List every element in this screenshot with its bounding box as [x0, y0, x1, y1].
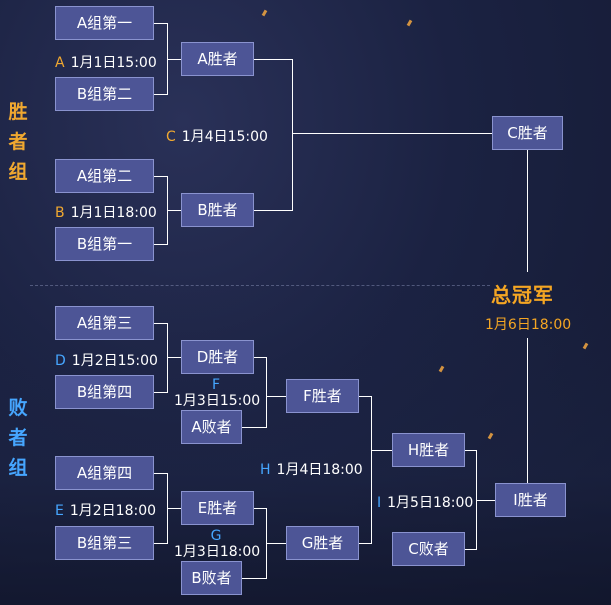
- winner-d-box: D胜者: [181, 340, 254, 374]
- bracket-line: [358, 543, 371, 544]
- team-a-second: A组第二: [55, 159, 154, 193]
- team-b-fourth: B组第四: [55, 375, 154, 409]
- bracket-line: [153, 23, 167, 24]
- bracket-line: [266, 396, 286, 397]
- losers-group-label: 败 者 组: [8, 393, 28, 483]
- match-letter: I: [377, 495, 382, 511]
- spark-decoration: [406, 19, 413, 27]
- match-time: 1月3日15:00: [174, 393, 261, 409]
- winner-a-box: A胜者: [181, 42, 254, 76]
- bracket-line: [266, 357, 267, 428]
- match-letter: A: [55, 55, 65, 71]
- loser-b-box: B败者: [181, 561, 242, 595]
- team-b-third: B组第三: [55, 526, 154, 560]
- bracket-line: [292, 133, 492, 134]
- bracket-line: [167, 508, 181, 509]
- match-letter: C: [166, 129, 176, 145]
- match-time: 1月3日18:00: [174, 544, 261, 560]
- spark-decoration: [261, 9, 268, 17]
- bracket-line: [464, 549, 476, 550]
- winners-group-label: 胜 者 组: [8, 97, 28, 187]
- match-a-label: A 1月1日15:00: [55, 52, 157, 72]
- winner-i-box: I胜者: [495, 483, 566, 517]
- match-b-label: B 1月1日18:00: [55, 202, 157, 222]
- bracket-line: [358, 396, 371, 397]
- bracket-line: [153, 94, 167, 95]
- champion-time: 1月6日18:00: [485, 317, 572, 333]
- match-letter: H: [260, 462, 271, 478]
- match-time: 1月5日18:00: [387, 495, 474, 511]
- team-a-first: A组第一: [55, 6, 154, 40]
- team-a-third: A组第三: [55, 306, 154, 340]
- match-time: 1月1日15:00: [70, 55, 157, 71]
- losers-group-char: 败: [8, 397, 28, 419]
- match-letter: B: [55, 205, 65, 221]
- winner-e-box: E胜者: [181, 491, 254, 525]
- bracket-line: [153, 473, 167, 474]
- match-letter: D: [55, 353, 66, 369]
- champion-title: 总冠军: [491, 283, 554, 307]
- bracket-line: [153, 244, 167, 245]
- match-letter: F: [211, 377, 221, 393]
- losers-group-char: 组: [8, 457, 28, 479]
- match-time: 1月2日15:00: [71, 353, 158, 369]
- match-letter: E: [55, 503, 64, 519]
- match-d-label: D 1月2日15:00: [55, 350, 158, 370]
- bracket-line: [167, 357, 181, 358]
- match-time: 1月4日18:00: [276, 462, 363, 478]
- bracket-line: [153, 392, 167, 393]
- team-b-first: B组第一: [55, 227, 154, 261]
- match-time: 1月4日15:00: [181, 129, 268, 145]
- match-g-label: G 1月3日18:00: [174, 528, 261, 560]
- bracket-line: [253, 59, 292, 60]
- winner-h-box: H胜者: [392, 433, 465, 467]
- winner-f-box: F胜者: [286, 379, 359, 413]
- losers-group-char: 者: [8, 427, 28, 449]
- bracket-line: [266, 543, 286, 544]
- winners-group-char: 胜: [8, 101, 28, 123]
- bracket-line: [371, 450, 392, 451]
- winners-group-char: 组: [8, 161, 28, 183]
- bracket-line: [253, 357, 266, 358]
- match-h-label: H 1月4日18:00: [260, 459, 363, 479]
- winners-group-char: 者: [8, 131, 28, 153]
- match-time: 1月1日18:00: [70, 205, 157, 221]
- loser-a-box: A败者: [181, 410, 242, 444]
- loser-c-box: C败者: [392, 532, 465, 566]
- bracket-line: [527, 150, 528, 272]
- bracket-line: [476, 500, 495, 501]
- group-divider: [30, 285, 490, 286]
- winner-c-box: C胜者: [492, 116, 563, 150]
- winner-b-box: B胜者: [181, 193, 254, 227]
- bracket-line: [253, 508, 266, 509]
- bracket-line: [527, 338, 528, 483]
- bracket-line: [241, 578, 266, 579]
- bracket-line: [153, 323, 167, 324]
- team-a-fourth: A组第四: [55, 456, 154, 490]
- winner-g-box: G胜者: [286, 526, 359, 560]
- bracket-line: [241, 427, 266, 428]
- match-c-label: C 1月4日15:00: [166, 126, 268, 146]
- bracket-line: [167, 323, 168, 393]
- match-f-label: F 1月3日15:00: [174, 377, 261, 409]
- bracket-line: [464, 450, 476, 451]
- match-e-label: E 1月2日18:00: [55, 500, 156, 520]
- bracket-line: [292, 59, 293, 211]
- match-i-label: I 1月5日18:00: [377, 492, 473, 512]
- bracket-line: [167, 210, 181, 211]
- bracket-line: [153, 176, 167, 177]
- bracket-line: [167, 59, 181, 60]
- team-b-second: B组第二: [55, 77, 154, 111]
- bracket-line: [253, 210, 292, 211]
- bracket-line: [371, 396, 372, 544]
- match-letter: G: [210, 528, 222, 544]
- match-time: 1月2日18:00: [69, 503, 157, 519]
- bracket-line: [153, 543, 167, 544]
